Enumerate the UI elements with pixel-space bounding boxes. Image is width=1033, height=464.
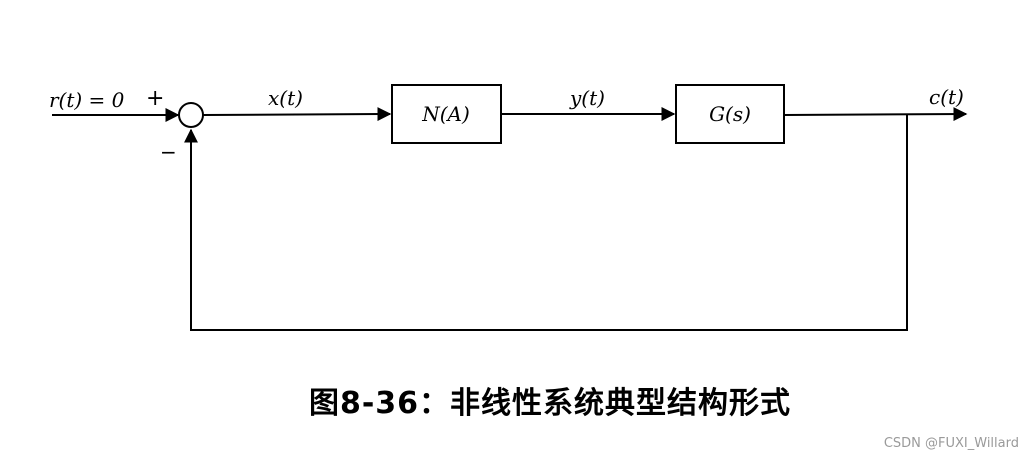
summing-junction xyxy=(178,102,204,128)
input-label: r(t) = 0 xyxy=(49,88,125,112)
error-label: x(t) xyxy=(268,86,303,110)
error-arrow xyxy=(202,107,392,122)
block1-label: N(A) xyxy=(421,102,470,126)
block2-label: G(s) xyxy=(709,102,751,126)
watermark: CSDN @FUXI_Willard xyxy=(883,436,1019,451)
feedback-path xyxy=(184,115,908,331)
minus-sign: − xyxy=(160,140,177,164)
plus-sign: + xyxy=(146,86,164,111)
nonlinear-block xyxy=(391,84,502,144)
output-label: c(t) xyxy=(929,85,964,109)
output-arrow xyxy=(783,107,968,122)
figure-caption: 图8-36：非线性系统典型结构形式 xyxy=(308,386,792,421)
intermediate-label: y(t) xyxy=(569,86,605,110)
